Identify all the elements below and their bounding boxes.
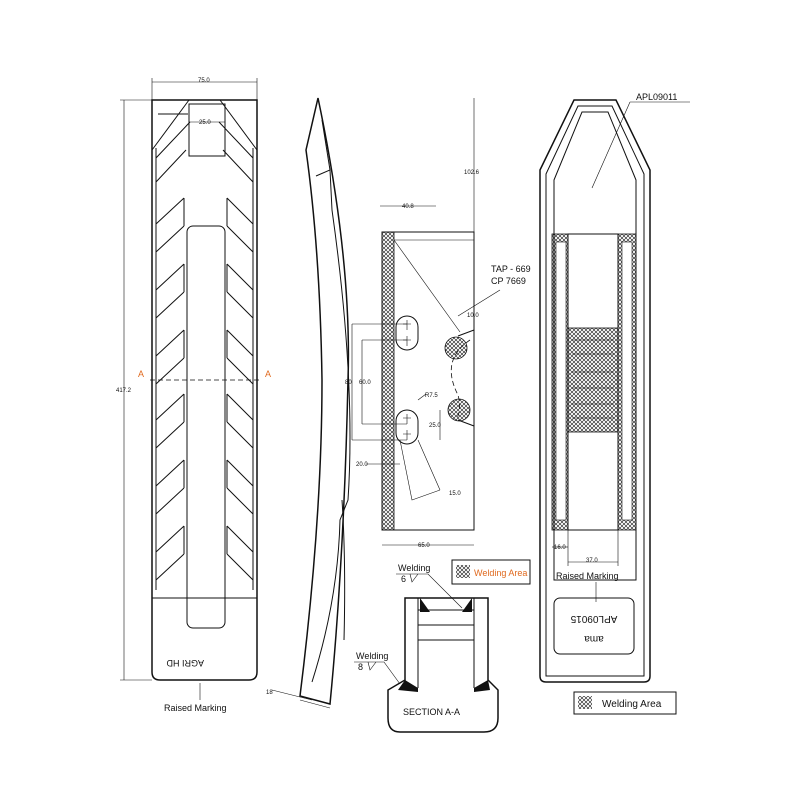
dim-60: 60.0 — [359, 380, 371, 386]
weld-spot-lower — [447, 398, 471, 422]
side-view-hole-upper — [395, 315, 419, 351]
section-aa-view: SECTION A-A Welding 6 Welding 8 Welding … — [354, 559, 531, 733]
tap-leader — [393, 239, 461, 333]
back-view-outline — [539, 99, 651, 683]
welding-area-swatch-mid — [456, 565, 470, 578]
dim-417: 417.2 — [116, 388, 132, 394]
front-view-outline — [151, 99, 258, 681]
dim-15: 15.0 — [449, 491, 461, 497]
dim-r75: R7.5 — [425, 393, 438, 399]
dim-10: 10.0 — [467, 313, 479, 319]
welding-area-swatch-right — [578, 696, 592, 709]
part-number-label: APL09011 — [636, 92, 677, 102]
front-view-left-ribs — [155, 113, 191, 590]
front-view-tip-pad — [188, 103, 226, 157]
section-aa-title: SECTION A-A — [403, 707, 460, 717]
front-view-engraving: AGRI HD — [166, 658, 204, 668]
dim-16: 16.0 — [554, 545, 566, 551]
dim-25b: 25.0 — [429, 423, 441, 429]
welding-area-right-label: Welding Area — [602, 699, 662, 710]
weld-spot-upper — [444, 336, 468, 360]
front-view-tip-taper — [151, 99, 258, 162]
welding-top-label: Welding — [398, 563, 430, 573]
side-view-weld-strip — [381, 231, 395, 531]
section-aa-outline — [387, 597, 499, 733]
dim-18: 18 — [266, 690, 273, 696]
welding-top-size: 6 — [401, 574, 406, 584]
welding-top-symbol — [396, 573, 463, 609]
raised-marking-left-label: Raised Marking — [164, 703, 227, 713]
side-view: 40.8 102.6 TAP - 669 CP 7669 10.0 80 60.… — [266, 97, 531, 709]
dim-102: 102.6 — [464, 170, 480, 176]
section-mark-left: A — [138, 369, 144, 379]
cp-label: CP 7669 — [491, 276, 526, 286]
side-view-inner-edge — [311, 119, 351, 683]
welding-area-legend-mid — [451, 559, 531, 585]
front-view-right-ribs — [218, 121, 254, 590]
marking-plate — [553, 597, 635, 655]
welding-area-mid-label: Welding Area — [474, 568, 527, 578]
dim-80: 80 — [345, 380, 352, 386]
dim-line-18 — [271, 689, 313, 701]
welding-bottom-label: Welding — [356, 651, 388, 661]
dim-65: 65.0 — [418, 543, 430, 549]
dim-37: 37.0 — [586, 558, 598, 564]
raised-marking-right-label: Raised Marking — [556, 571, 619, 581]
dim-25: 25.0 — [199, 120, 211, 126]
side-view-profile — [299, 97, 350, 705]
dim-75: 75.0 — [198, 78, 210, 84]
side-view-plate — [381, 231, 475, 531]
welding-bottom-size: 8 — [358, 662, 363, 672]
welding-area-legend-right — [573, 691, 677, 715]
dim-40: 40.8 — [402, 204, 414, 210]
tap-label: TAP - 669 — [491, 264, 531, 274]
front-view: 75.0 25.0 417.2 A A AGRI HD Raised Marki… — [116, 78, 271, 713]
part-no-leader — [591, 101, 631, 189]
back-view: 16.0 37.0 APL09011 Raised Marking APL090… — [539, 92, 690, 715]
dim-20: 20.0 — [356, 462, 368, 468]
back-view-weld-center — [567, 327, 619, 433]
side-view-hole-lower — [395, 409, 419, 445]
marking-plate-code: APL09015 — [570, 613, 617, 624]
welding-bottom-symbol — [354, 661, 401, 685]
section-mark-right: A — [265, 369, 271, 379]
marking-plate-logo: ama — [584, 633, 604, 644]
front-view-center-slot — [186, 225, 226, 629]
